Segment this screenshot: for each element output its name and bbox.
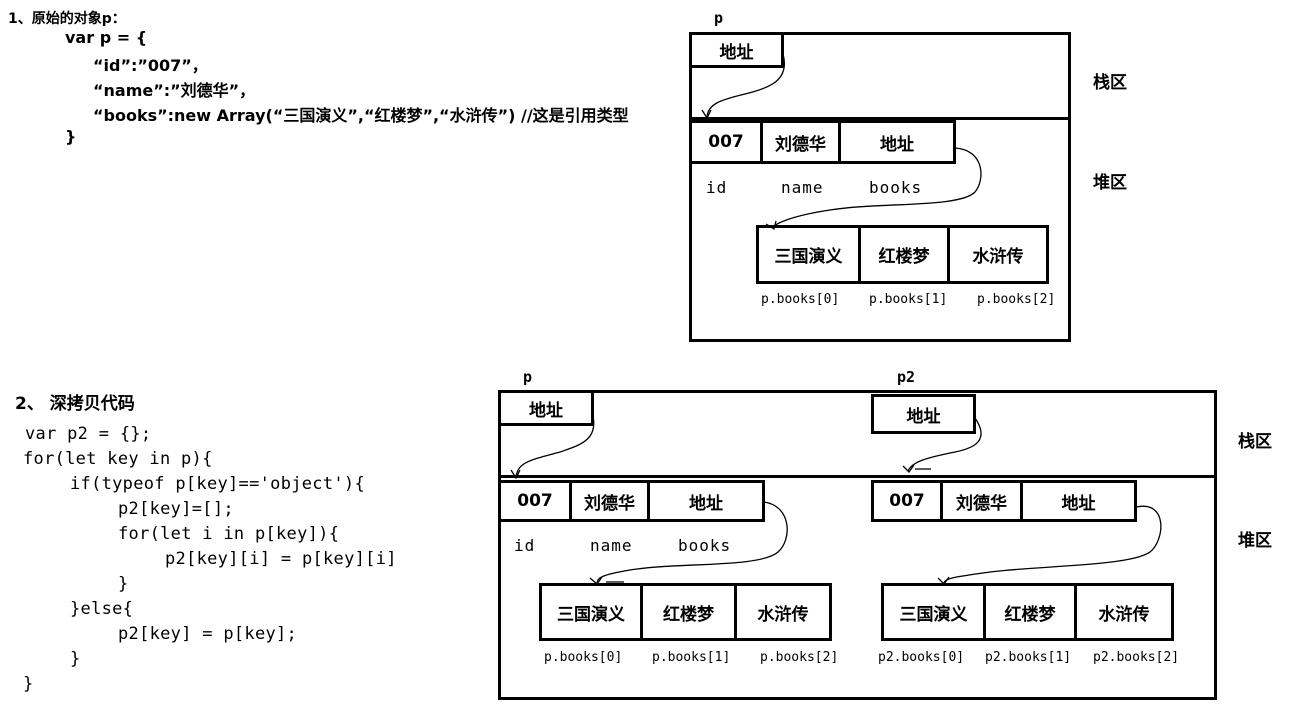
array-index-1: p.books[1]	[869, 292, 948, 307]
stack-heap-divider	[498, 475, 1217, 478]
address-text: 地址	[529, 400, 563, 421]
arrowhead	[902, 464, 915, 474]
array-cell-1: 红楼梦	[640, 583, 737, 641]
object-cell-name: 刘德华	[760, 120, 841, 164]
object-cell-id-text: 007	[517, 491, 553, 511]
pointer-stack-to-object	[706, 53, 786, 118]
object-cell-name-p2: 刘德华	[940, 480, 1023, 522]
object-cell-books-text: 地址	[880, 134, 914, 155]
code1-line-5: }	[65, 127, 77, 146]
heap-label: 堆区	[1238, 531, 1272, 551]
array-cell-1-text: 红楼梦	[663, 604, 714, 625]
array-cell-0: 三国演义	[756, 225, 861, 284]
object-cell-books-text: 地址	[689, 493, 723, 514]
object-cell-books: 地址	[838, 120, 956, 164]
array-cell-1-p2: 红楼梦	[983, 583, 1077, 641]
object-cell-name-text: 刘德华	[584, 493, 635, 514]
pointer-p-books-to-array	[596, 501, 788, 584]
array-index-1: p.books[1]	[652, 650, 731, 665]
array-index-2: p.books[2]	[977, 292, 1056, 307]
arrowhead	[701, 109, 712, 120]
object-cell-books: 地址	[647, 480, 765, 522]
pointer-books-to-array	[771, 147, 982, 229]
array-cell-2-p2: 水浒传	[1074, 583, 1174, 641]
array-cell-2: 水浒传	[734, 583, 832, 641]
code2-line-8: }else{	[70, 599, 134, 619]
object-cell-books-p2: 地址	[1020, 480, 1137, 522]
stack-address-cell-p: 地址	[498, 390, 594, 426]
stack-address-cell-p2: 地址	[871, 394, 976, 434]
code2-line-3: if(typeof p[key]=='object'){	[70, 474, 365, 494]
stack-label: 栈区	[1238, 432, 1272, 452]
object-cell-id-text: 007	[708, 132, 744, 152]
code2-line-4: p2[key]=[];	[118, 499, 234, 519]
array-cell-0-text: 三国演义	[774, 247, 843, 267]
field-name: name	[590, 536, 633, 555]
array-index-0: p.books[0]	[544, 650, 623, 665]
array-index-1-p2: p2.books[1]	[985, 650, 1072, 665]
pointer-p2-books-to-array	[943, 505, 1162, 584]
heap-label: 堆区	[1093, 173, 1127, 193]
code2-line-9: p2[key] = p[key];	[118, 624, 298, 644]
pointer-p2-stack-to-object	[907, 417, 982, 472]
field-id: id	[514, 536, 536, 555]
code2-line-2: for(let key in p){	[23, 449, 213, 469]
field-books: books	[678, 536, 732, 555]
array-cell-0-text: 三国演义	[899, 604, 968, 625]
arrowhead	[937, 576, 950, 586]
code1-line-4: “books”:new Array(“三国演义”,“红楼梦”,“水浒传”) //…	[93, 106, 629, 125]
field-books: books	[869, 178, 923, 197]
pointer-p-stack-to-object	[515, 411, 595, 478]
array-cell-2-text: 水浒传	[757, 604, 809, 625]
object-cell-books-text: 地址	[1061, 493, 1096, 514]
stack-heap-divider	[689, 117, 1071, 120]
array-index-2-p2: p2.books[2]	[1093, 650, 1180, 665]
var-label-p: p	[714, 9, 724, 27]
address-text: 地址	[906, 406, 941, 427]
object-cell-id-text: 007	[889, 491, 925, 511]
array-index-0-p2: p2.books[0]	[878, 650, 965, 665]
address-text: 地址	[719, 42, 754, 63]
arrowhead	[510, 469, 521, 480]
var-label-p: p	[523, 368, 533, 386]
code2-line-7: }	[118, 574, 129, 594]
memory-frame	[498, 390, 1217, 700]
code2-line-1: var p2 = {};	[25, 424, 152, 444]
var-label-p2: p2	[897, 368, 916, 386]
array-cell-0-p2: 三国演义	[881, 583, 986, 641]
field-name: name	[781, 178, 824, 197]
memory-frame	[689, 32, 1071, 342]
object-cell-name-text: 刘德华	[956, 493, 1007, 514]
array-cell-0-text: 三国演义	[557, 604, 625, 625]
array-index-2: p.books[2]	[760, 650, 839, 665]
array-cell-2: 水浒传	[947, 225, 1049, 284]
array-cell-1-text: 红楼梦	[1004, 604, 1056, 625]
code2-line-6: p2[key][i] = p[key][i]	[165, 549, 397, 569]
array-cell-0: 三国演义	[539, 583, 643, 641]
code2-line-5: for(let i in p[key]){	[118, 524, 340, 544]
section2-title: 2、 深拷贝代码	[15, 394, 135, 414]
section1-title: 1、原始的对象p：	[8, 11, 126, 27]
object-cell-name-text: 刘德华	[775, 134, 826, 155]
object-cell-id: 007	[689, 120, 763, 164]
code1-line-2: “id”:”007”，	[93, 56, 208, 75]
array-cell-2-text: 水浒传	[1098, 604, 1150, 625]
code1-line-3: “name”:”刘德华”，	[93, 81, 256, 100]
array-index-0: p.books[0]	[761, 292, 840, 307]
stack-label: 栈区	[1093, 73, 1127, 93]
stack-address-cell: 地址	[689, 32, 784, 68]
code1-line-1: var p = {	[65, 28, 148, 47]
array-cell-1-text: 红楼梦	[878, 247, 930, 267]
object-cell-id-p2: 007	[871, 480, 943, 522]
arrowhead	[765, 220, 777, 231]
arrowhead	[589, 576, 603, 585]
code2-line-10: }	[70, 649, 81, 669]
field-id: id	[706, 178, 728, 197]
array-cell-2-text: 水浒传	[972, 247, 1024, 267]
code2-line-11: }	[23, 674, 34, 694]
